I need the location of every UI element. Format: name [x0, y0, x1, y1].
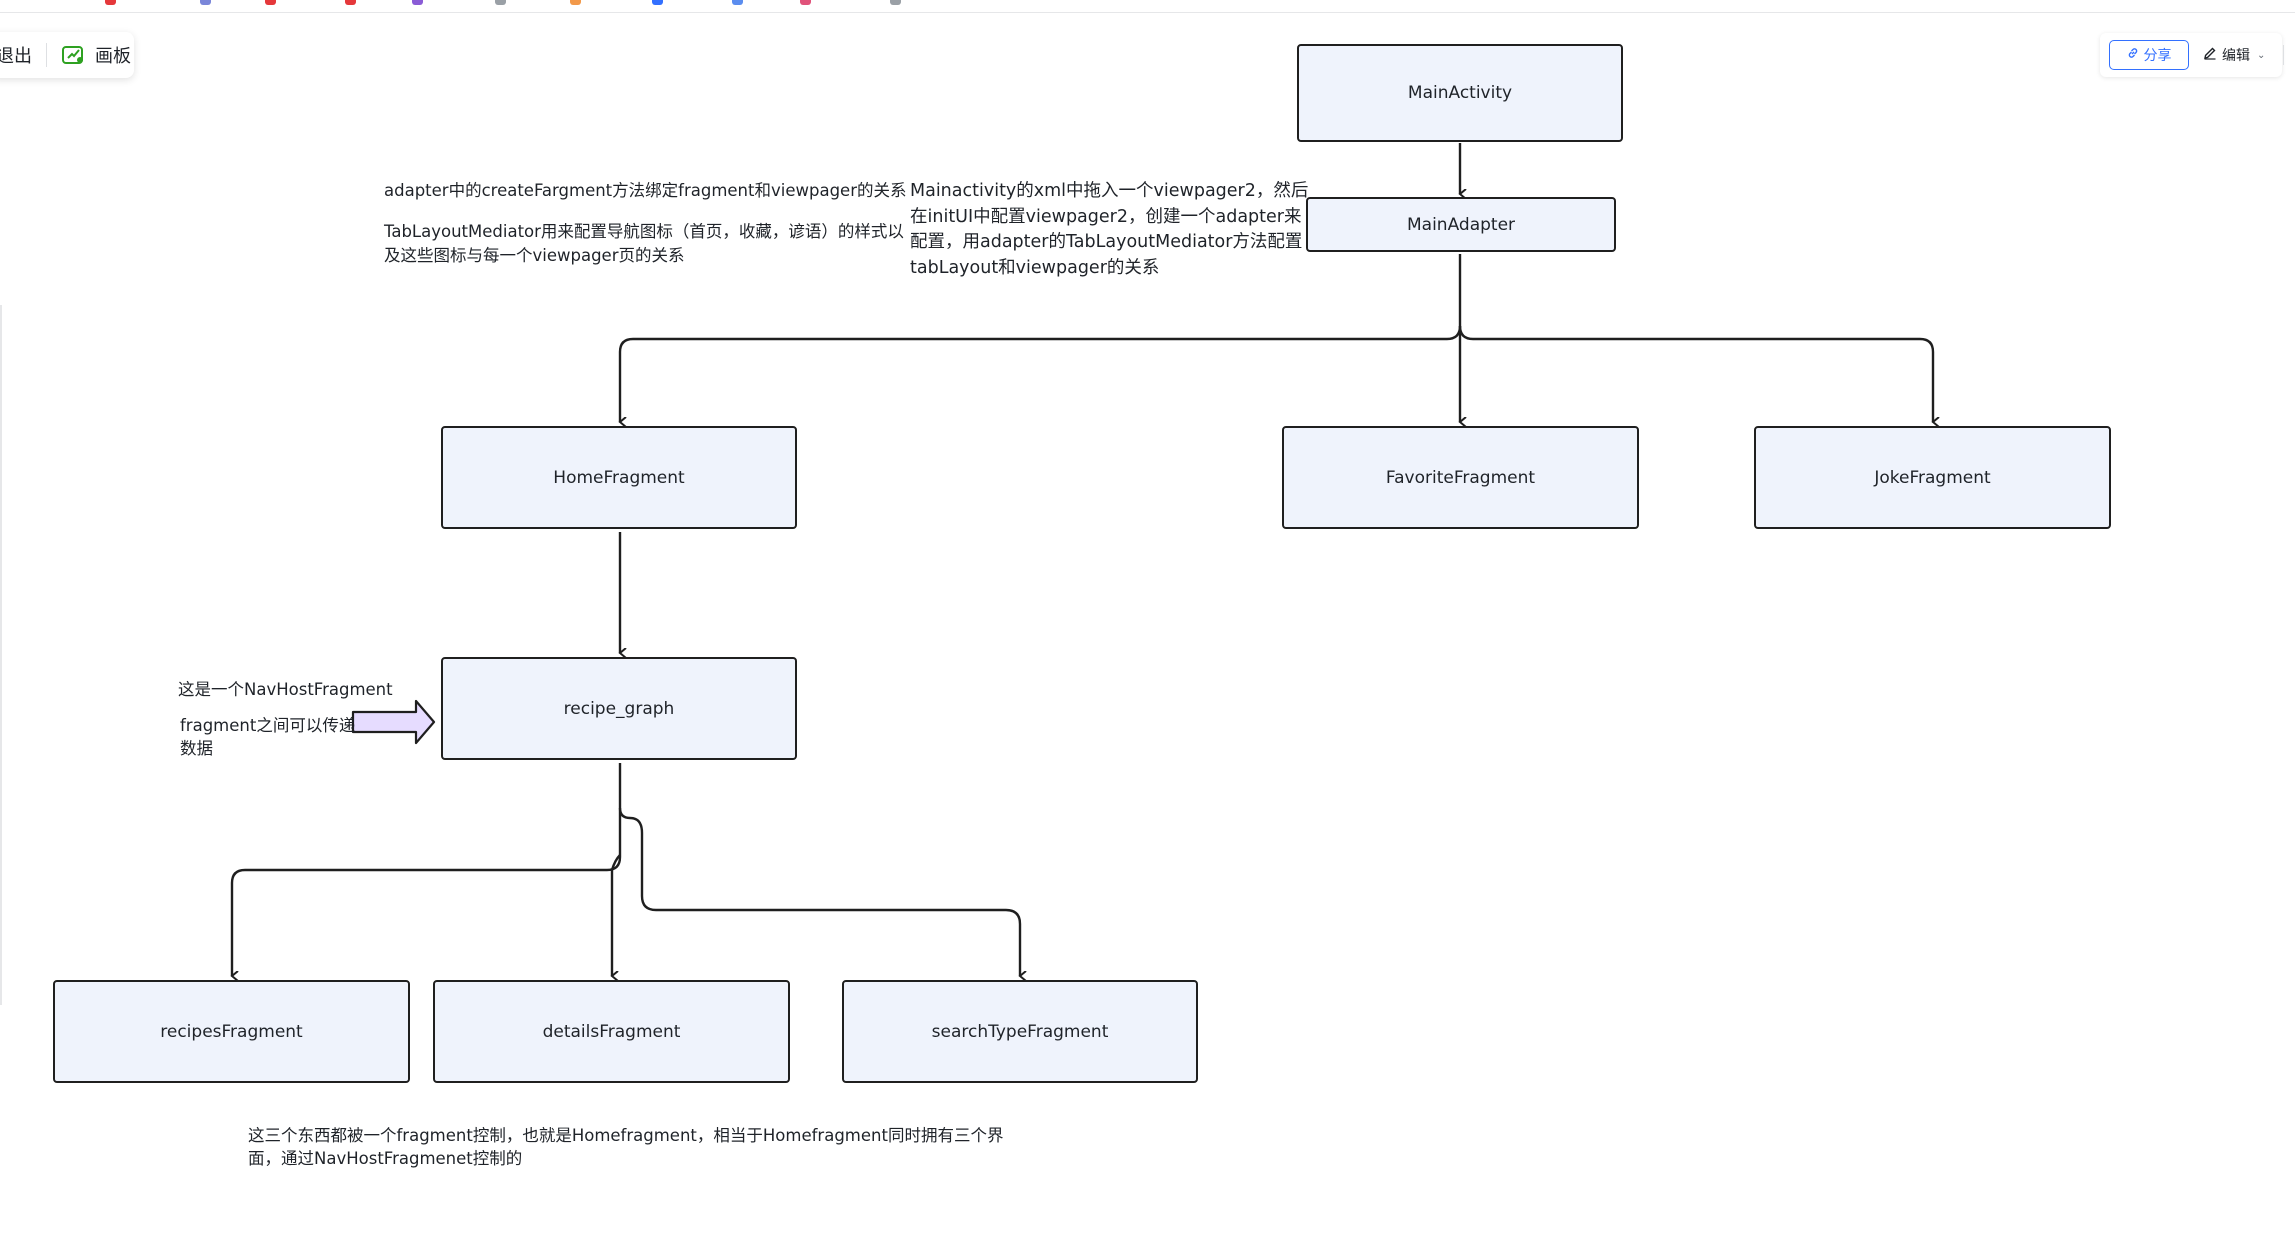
node-recipe-graph[interactable]: recipe_graph: [441, 657, 797, 760]
node-favorite-fragment[interactable]: FavoriteFragment: [1282, 426, 1639, 529]
note-line: Mainactivity的xml中拖入一个viewpager2，然后: [910, 181, 1309, 201]
note-line: 数据: [180, 739, 213, 758]
note-navhost[interactable]: 这是一个NavHostFragment: [178, 677, 393, 702]
note-line: 这是一个NavHostFragment: [178, 680, 393, 699]
chevron-down-icon[interactable]: ⌄: [2257, 49, 2266, 61]
edit-label: 编辑: [2222, 48, 2250, 64]
share-button[interactable]: 分享: [2109, 40, 2189, 70]
exit-button[interactable]: 退出: [0, 46, 32, 67]
connector-graph-search: [618, 807, 1020, 976]
toolbar-divider: [46, 43, 47, 67]
connector-graph-details: [612, 854, 621, 976]
node-recipes-fragment[interactable]: recipesFragment: [53, 980, 410, 1083]
bookmark-icon[interactable]: [652, 0, 663, 5]
note-line: tabLayout和viewpager的关系: [910, 257, 1160, 278]
connector-adapter-joke: [1458, 325, 1933, 422]
node-main-adapter[interactable]: MainAdapter: [1306, 197, 1616, 252]
note-line: 及这些图标与每一个viewpager页的关系: [384, 246, 685, 265]
bookmark-icon[interactable]: [105, 0, 116, 5]
block-arrow-icon: [351, 699, 436, 745]
node-joke-fragment[interactable]: JokeFragment: [1754, 426, 2111, 529]
bookmark-icon[interactable]: [890, 0, 901, 5]
bookmark-icon[interactable]: [570, 0, 581, 5]
node-home-fragment[interactable]: HomeFragment: [441, 426, 797, 529]
note-line: 配置，用adapter的TabLayoutMediator方法配置: [910, 232, 1303, 252]
connector-graph-recipes: [232, 763, 622, 976]
note-tablayout[interactable]: TabLayoutMediator用来配置导航图标（首页，收藏，谚语）的样式以 …: [384, 219, 904, 268]
bookmark-icon[interactable]: [412, 0, 423, 5]
bookmark-icon[interactable]: [345, 0, 356, 5]
edit-button[interactable]: 编辑 ⌄: [2203, 45, 2265, 65]
node-main-activity[interactable]: MainActivity: [1297, 44, 1623, 142]
note-line: TabLayoutMediator用来配置导航图标（首页，收藏，谚语）的样式以: [384, 222, 904, 241]
note-mainactivity[interactable]: Mainactivity的xml中拖入一个viewpager2，然后 在init…: [910, 179, 1308, 281]
whiteboard-toolbar: 退出 画板: [0, 32, 134, 78]
board-button[interactable]: 画板: [47, 42, 131, 68]
link-icon: [2127, 47, 2139, 63]
node-search-type-fragment[interactable]: searchTypeFragment: [842, 980, 1198, 1083]
bookmark-icon[interactable]: [732, 0, 743, 5]
toolbar-divider: [2283, 45, 2284, 65]
left-panel-edge: [0, 305, 2, 1005]
note-line: 在initUI中配置viewpager2，创建一个adapter来: [910, 206, 1302, 227]
note-line: 这三个东西都被一个fragment控制，也就是Homefragment，相当于H…: [248, 1126, 1004, 1145]
note-adapter[interactable]: adapter中的createFargment方法绑定fragment和view…: [384, 178, 906, 203]
node-details-fragment[interactable]: detailsFragment: [433, 980, 790, 1083]
doc-actions-toolbar: 分享 编辑 ⌄: [2100, 33, 2282, 77]
note-line: fragment之间可以传递: [180, 716, 356, 735]
bookmark-strip: [0, 0, 2295, 13]
note-line: adapter中的createFargment方法绑定fragment和view…: [384, 181, 907, 200]
whiteboard-icon: [61, 44, 85, 66]
bookmark-icon[interactable]: [200, 0, 211, 5]
note-pass-data[interactable]: fragment之间可以传递 数据: [180, 714, 355, 760]
note-bottom[interactable]: 这三个东西都被一个fragment控制，也就是Homefragment，相当于H…: [248, 1124, 1003, 1170]
bookmark-icon[interactable]: [265, 0, 276, 5]
board-label: 画板: [95, 46, 131, 67]
pencil-icon: [2203, 46, 2217, 64]
bookmark-icon[interactable]: [495, 0, 506, 5]
bookmark-icon[interactable]: [800, 0, 811, 5]
note-line: 面，通过NavHostFragmenet控制的: [248, 1149, 523, 1168]
share-label: 分享: [2143, 48, 2172, 64]
